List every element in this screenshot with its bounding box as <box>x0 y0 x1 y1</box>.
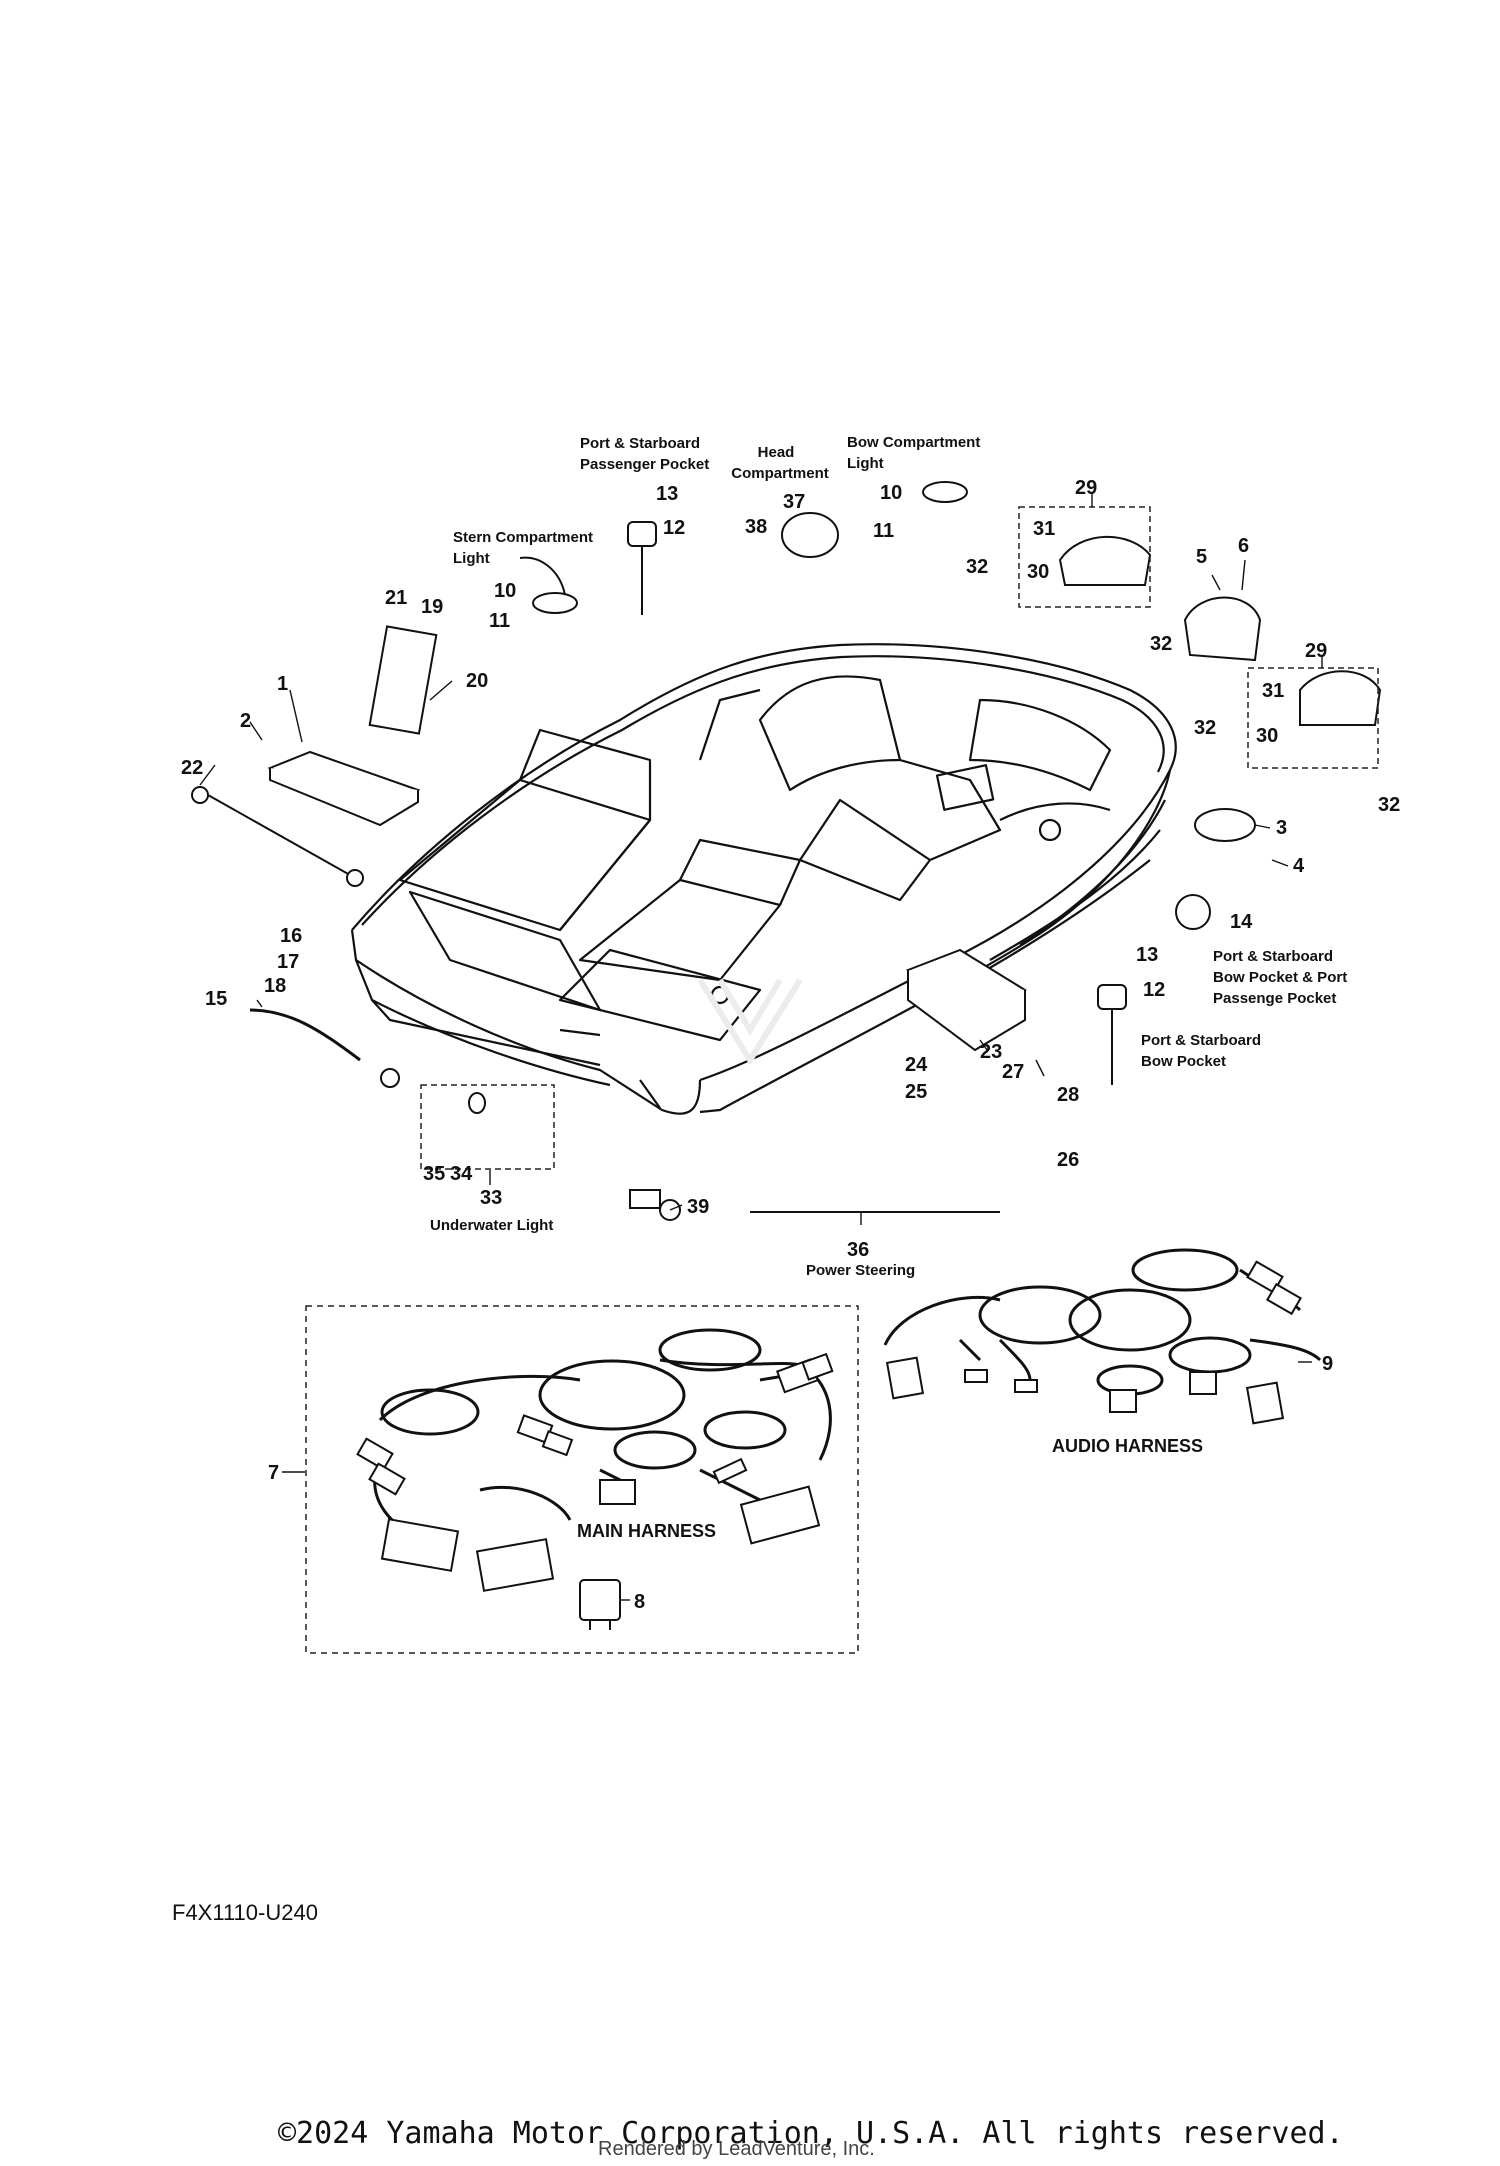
callout-19: 19 <box>421 596 443 618</box>
callout-38: 38 <box>745 516 767 538</box>
caption-bow-pocket-port-passenge-line1: Port & Starboard <box>1213 948 1333 965</box>
callout-10-bow: 10 <box>880 482 902 504</box>
rendered-by-notice: Rendered by LeadVenture, Inc. <box>598 2138 875 2160</box>
callout-5: 5 <box>1196 546 1207 568</box>
callout-37: 37 <box>783 491 805 513</box>
callout-25: 25 <box>905 1081 927 1103</box>
part-8-relay <box>579 1579 621 1630</box>
callout-2: 2 <box>240 710 251 732</box>
callout-39: 39 <box>687 1196 709 1218</box>
callout-26: 26 <box>1057 1149 1079 1171</box>
callout-11-stern: 11 <box>489 610 510 632</box>
callout-12-top: 12 <box>663 517 685 539</box>
caption-bow-compartment-light-line1: Bow Compartment <box>847 434 980 451</box>
callout-15: 15 <box>205 988 227 1010</box>
callout-29-top: 29 <box>1075 477 1097 499</box>
callout-32-right-left: 32 <box>1194 717 1216 739</box>
callout-34: 34 <box>450 1163 473 1185</box>
callout-17: 17 <box>277 951 299 973</box>
caption-bow-pocket-line1: Port & Starboard <box>1141 1032 1261 1049</box>
callout-35: 35 <box>423 1163 445 1185</box>
callout-29-right: 29 <box>1305 640 1327 662</box>
watermark-logo <box>697 978 803 1066</box>
copyright-notice: ©2024 Yamaha Motor Corporation, U.S.A. A… <box>278 2116 1344 2151</box>
caption-port-starboard-passenger-pocket-line1: Port & Starboard <box>580 435 700 452</box>
callout-28: 28 <box>1057 1084 1079 1106</box>
group-box-33 <box>420 1084 555 1170</box>
callout-36: 36 <box>847 1239 869 1261</box>
main-harness-group-box <box>305 1305 859 1654</box>
callout-14: 14 <box>1230 911 1253 933</box>
callout-8: 8 <box>634 1591 645 1613</box>
callout-13-bottom: 13 <box>1136 944 1158 966</box>
caption-bow-pocket-port-passenge-line2: Bow Pocket & Port <box>1213 969 1347 986</box>
callout-32-top-left: 32 <box>966 556 988 578</box>
caption-bow-compartment-light-line2: Light <box>847 455 884 472</box>
main-harness-connectors <box>356 1352 834 1592</box>
callout-24: 24 <box>905 1054 928 1076</box>
callout-10-stern: 10 <box>494 580 516 602</box>
callout-30-top: 30 <box>1027 561 1049 583</box>
caption-main-harness: MAIN HARNESS <box>577 1521 716 1541</box>
boat-hull-illustration <box>350 643 1177 1115</box>
callout-3: 3 <box>1276 817 1287 839</box>
callout-21: 21 <box>385 587 407 609</box>
group-box-29-top <box>1018 506 1151 608</box>
caption-port-starboard-passenger-pocket-line2: Passenger Pocket <box>580 456 709 473</box>
callout-30-right: 30 <box>1256 725 1278 747</box>
caption-audio-harness: AUDIO HARNESS <box>1052 1436 1203 1456</box>
callout-32-top-right: 32 <box>1150 633 1172 655</box>
caption-stern-compartment-light-line1: Stern Compartment <box>453 529 593 546</box>
callout-33: 33 <box>480 1187 502 1209</box>
caption-power-steering: Power Steering <box>806 1262 915 1279</box>
callout-numbers: 1 2 3 4 5 6 7 8 9 10 10 11 11 12 12 13 1… <box>181 477 1400 1613</box>
diagram-code: F4X1110-U240 <box>172 1900 318 1925</box>
callout-12-bottom: 12 <box>1143 979 1165 1001</box>
caption-head-compartment-line1: Head <box>758 444 795 461</box>
callout-22: 22 <box>181 757 203 779</box>
caption-head-compartment-line2: Compartment <box>731 465 829 482</box>
callout-16: 16 <box>280 925 302 947</box>
callout-4: 4 <box>1293 855 1305 877</box>
callout-7: 7 <box>268 1462 279 1484</box>
caption-underwater-light: Underwater Light <box>430 1217 553 1234</box>
caption-stern-compartment-light-line2: Light <box>453 550 490 567</box>
small-parts-illustrations <box>191 481 1382 1221</box>
callout-31-top: 31 <box>1033 518 1055 540</box>
group-box-29-right <box>1247 667 1379 769</box>
callout-11-bow: 11 <box>873 520 894 542</box>
callout-1: 1 <box>277 673 288 695</box>
callout-23: 23 <box>980 1041 1002 1063</box>
audio-harness-connectors <box>885 1260 1302 1425</box>
callout-9: 9 <box>1322 1353 1333 1375</box>
callout-13-top: 13 <box>656 483 678 505</box>
callout-31-right: 31 <box>1262 680 1284 702</box>
caption-bow-pocket-port-passenge-line3: Passenge Pocket <box>1213 990 1336 1007</box>
callout-27: 27 <box>1002 1061 1024 1083</box>
callout-18: 18 <box>264 975 286 997</box>
callout-6: 6 <box>1238 535 1249 557</box>
leader-lines <box>199 492 1323 1601</box>
caption-bow-pocket-line2: Bow Pocket <box>1141 1053 1226 1070</box>
callout-20: 20 <box>466 670 488 692</box>
callout-32-right-right: 32 <box>1378 794 1400 816</box>
